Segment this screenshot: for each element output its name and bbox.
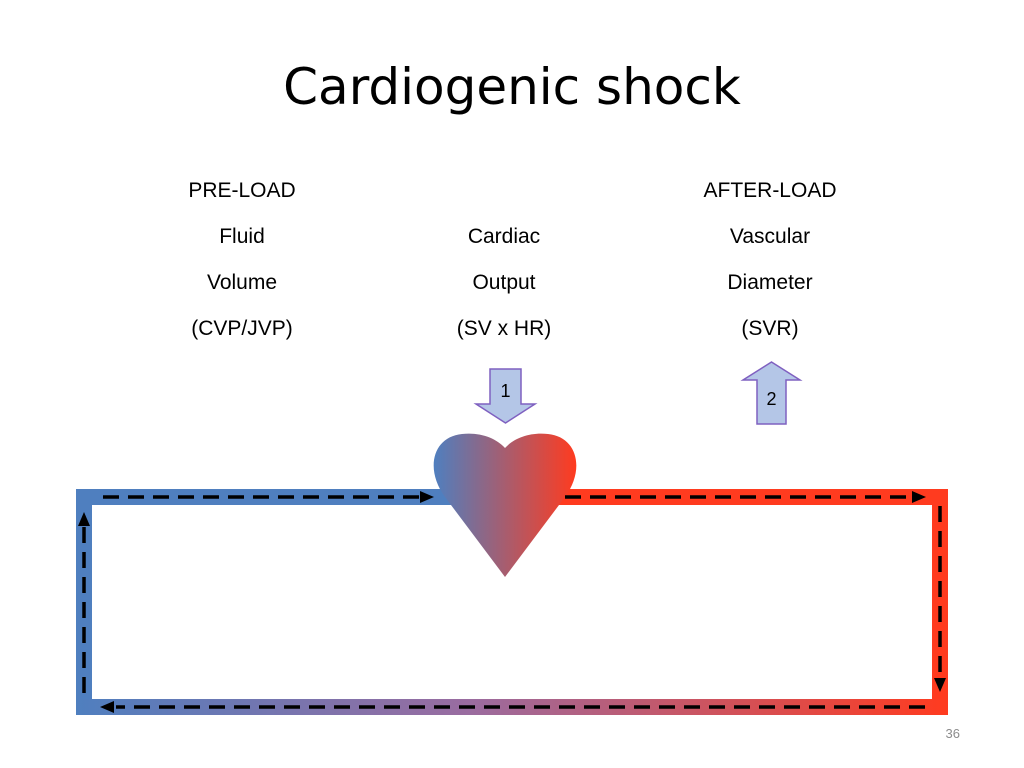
cardiac-line-2: Output — [472, 271, 536, 294]
cardiac-output-arrow-label: 1 — [500, 381, 510, 401]
afterload-line-2: Diameter — [727, 271, 813, 294]
afterload-column: AFTER-LOAD Vascular Diameter (SVR) — [660, 180, 880, 350]
afterload-line-3: (SVR) — [741, 317, 799, 340]
flow-arrowhead-left — [78, 512, 90, 526]
cardiac-output-down-arrow-icon — [473, 368, 538, 424]
heart-icon — [433, 433, 577, 577]
preload-column: PRE-LOAD Fluid Volume (CVP/JVP) — [132, 180, 352, 350]
afterload-line-1: Vascular — [729, 225, 811, 248]
preload-line-1: Fluid — [219, 225, 265, 248]
page-number: 36 — [945, 726, 960, 741]
preload-line-3: (CVP/JVP) — [191, 317, 293, 340]
afterload-heading: AFTER-LOAD — [703, 179, 837, 202]
cardiac-line-3: (SV x HR) — [456, 317, 552, 340]
cardiac-line-1: Cardiac — [467, 225, 541, 248]
svr-arrow-label: 2 — [766, 389, 776, 409]
svr-up-arrow-icon — [740, 361, 803, 425]
slide-title: Cardiogenic shock — [283, 58, 741, 116]
cardiac-output-column: Cardiac Output (SV x HR) — [394, 180, 614, 350]
flow-arrowhead-right — [934, 678, 946, 692]
vessel-right — [932, 489, 948, 715]
flow-arrowhead-top-left — [420, 491, 434, 503]
flow-arrowhead-bottom — [100, 701, 114, 713]
preload-heading: PRE-LOAD — [188, 179, 296, 202]
flow-arrowhead-top-right — [912, 491, 926, 503]
preload-line-2: Volume — [206, 271, 278, 294]
